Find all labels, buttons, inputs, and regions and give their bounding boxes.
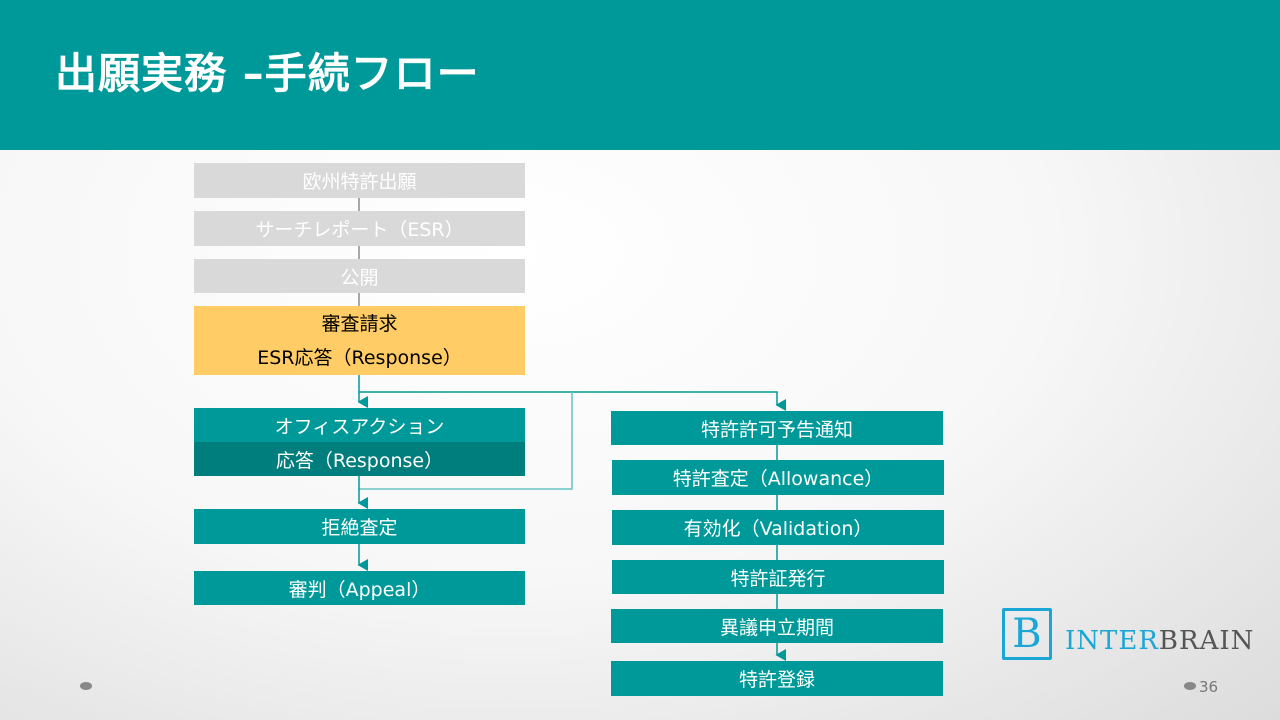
bullet-dot-icon	[1184, 682, 1196, 690]
step-appeal: 審判（Appeal）	[194, 571, 525, 605]
arrow-to-intent-to-grant	[359, 391, 786, 411]
step-registration: 特許登録	[611, 661, 943, 696]
slide-title: 出願実務 –手続フロー	[55, 49, 480, 98]
bullet-dot-icon	[80, 682, 92, 690]
step-exam-request: 審査請求 ESR応答（Response）	[194, 306, 525, 375]
step-rejection: 拒絶査定	[194, 509, 525, 544]
step-intent-to-grant: 特許許可予告通知	[611, 411, 943, 445]
loop-line	[359, 392, 573, 490]
logo-brain: BRAIN	[1158, 626, 1255, 656]
interbrain-logo: B INTERBRAIN	[1002, 606, 1262, 662]
step-opposition: 異議申立期間	[611, 609, 943, 643]
step-publication: 公開	[194, 259, 525, 293]
step-search-report: サーチレポート（ESR）	[194, 211, 525, 246]
exam-request-label: 審査請求	[321, 312, 398, 335]
step-allowance: 特許査定（Allowance）	[612, 460, 944, 495]
step-oa-response: 応答（Response）	[194, 442, 525, 476]
step-certificate: 特許証発行	[612, 560, 944, 594]
header-bar: 出願実務 –手続フロー	[0, 0, 1280, 150]
step-validation: 有効化（Validation）	[612, 510, 944, 545]
logo-inter: INTER	[1065, 626, 1159, 656]
step-office-action: オフィスアクション	[194, 408, 525, 442]
step-filing: 欧州特許出願	[194, 163, 525, 198]
logo-mark: B	[1002, 608, 1052, 660]
page-number: 36	[1199, 678, 1219, 696]
esr-response-label: ESR応答（Response）	[257, 346, 462, 369]
